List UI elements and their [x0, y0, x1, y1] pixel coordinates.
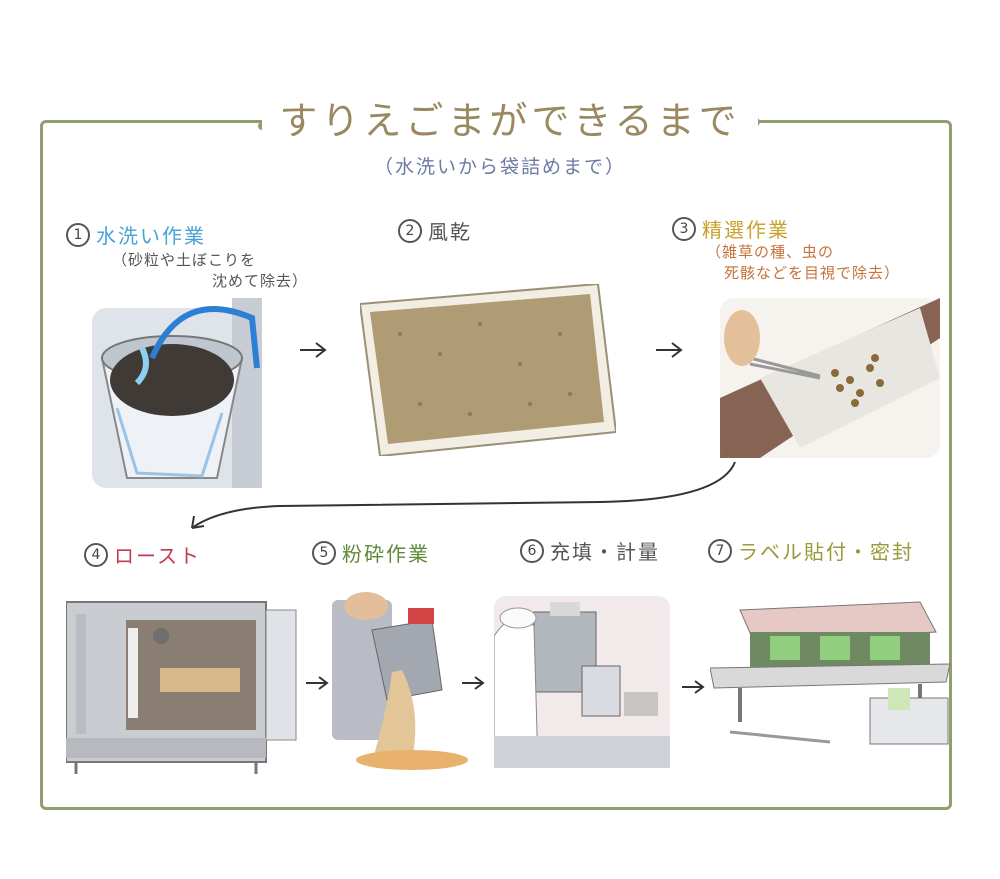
title-box: すりえごまができるまで — [262, 88, 758, 146]
bucket-wash-illustration — [92, 298, 262, 488]
step-7-heading: 7 ラベル貼付・密封 — [708, 536, 914, 565]
step-3-label: 精選作業 — [702, 218, 790, 242]
oven-roasting-illustration — [66, 601, 297, 774]
step-1-number: 1 — [66, 222, 90, 247]
right-arrow-icon — [300, 342, 327, 358]
step-6-label: 充填・計量 — [550, 540, 660, 564]
step-3-note: （雑草の種、虫の 死骸などを目視で除去） — [706, 242, 900, 284]
step-4-label: ロースト — [114, 544, 201, 568]
right-arrow-icon — [462, 676, 485, 690]
step-3-note-line-1: （雑草の種、虫の — [706, 243, 835, 261]
step-1-note-line-2: 沈めて除去） — [212, 272, 309, 290]
step-7-number: 7 — [708, 538, 732, 563]
step-5-heading: 5 粉砕作業 — [312, 538, 430, 567]
tweezers-sorting-illustration — [720, 298, 940, 458]
grinder-illustration — [332, 592, 468, 770]
step-6-heading: 6 充填・計量 — [520, 536, 660, 565]
step-4-number: 4 — [84, 542, 108, 567]
step-1-label: 水洗い作業 — [96, 224, 206, 248]
filling-machine-illustration — [494, 596, 670, 768]
curved-arrow-icon — [191, 461, 736, 529]
step-2-number: 2 — [398, 218, 422, 243]
step-1-note: （砂粒や土ぼこりを 沈めて除去） — [112, 250, 308, 292]
right-arrow-icon — [682, 680, 705, 694]
page-subtitle: （水洗いから袋詰めまで） — [373, 156, 626, 178]
sealing-machine-illustration — [710, 601, 951, 745]
step-3-number: 3 — [672, 216, 696, 241]
step-2-heading: 2 風乾 — [398, 216, 472, 245]
step-5-number: 5 — [312, 540, 336, 565]
step-3-note-line-2: 死骸などを目視で除去） — [724, 264, 901, 282]
step-6-number: 6 — [520, 538, 544, 563]
step-3-heading: 3 精選作業 — [672, 214, 790, 243]
step-2-label: 風乾 — [428, 220, 472, 244]
step-5-label: 粉砕作業 — [342, 542, 430, 566]
step-1-heading: 1 水洗い作業 — [66, 220, 206, 249]
right-arrow-icon — [306, 676, 329, 690]
step-1-note-line-1: （砂粒や土ぼこりを — [112, 251, 257, 269]
tray-drying-illustration — [360, 284, 616, 456]
step-4-heading: 4 ロースト — [84, 540, 201, 569]
page-title: すりえごまができるまで — [279, 98, 741, 143]
right-arrow-icon — [656, 342, 683, 358]
step-7-label: ラベル貼付・密封 — [738, 540, 914, 564]
